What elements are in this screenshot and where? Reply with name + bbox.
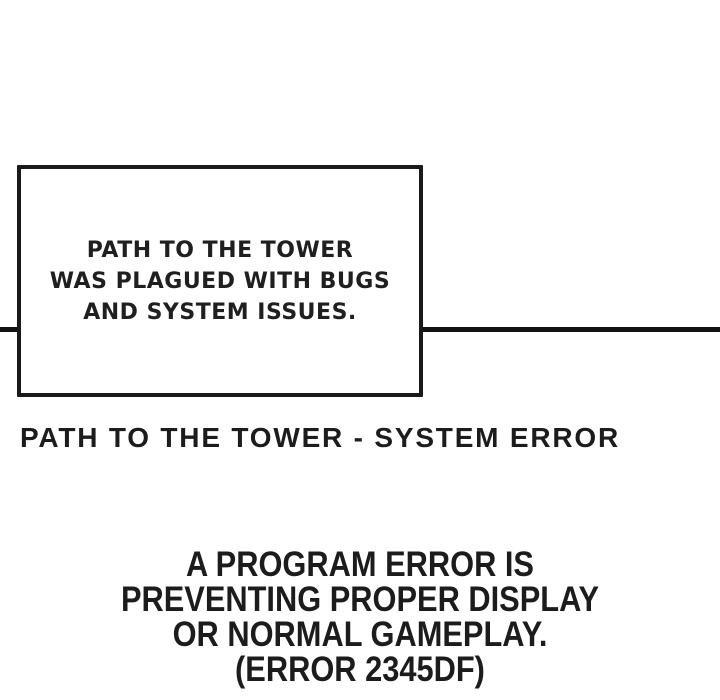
error-message-line: PREVENTING PROPER DISPLAY	[120, 580, 600, 619]
caption-line: AND SYSTEM ISSUES.	[83, 299, 357, 325]
caption-box: PATH TO THE TOWER WAS PLAGUED WITH BUGS …	[17, 165, 423, 397]
caption-line: PATH TO THE TOWER	[86, 237, 354, 263]
caption-text: PATH TO THE TOWER WAS PLAGUED WITH BUGS …	[21, 235, 419, 328]
caption-line: WAS PLAGUED WITH BUGS	[49, 268, 391, 294]
system-error-title: PATH TO THE TOWER - SYSTEM ERROR	[20, 422, 620, 453]
error-message: A PROGRAM ERROR IS PREVENTING PROPER DIS…	[43, 547, 677, 687]
error-message-line: (ERROR 2345DF)	[235, 650, 485, 689]
error-message-line: OR NORMAL GAMEPLAY.	[172, 615, 548, 654]
error-message-line: A PROGRAM ERROR IS	[186, 545, 534, 584]
